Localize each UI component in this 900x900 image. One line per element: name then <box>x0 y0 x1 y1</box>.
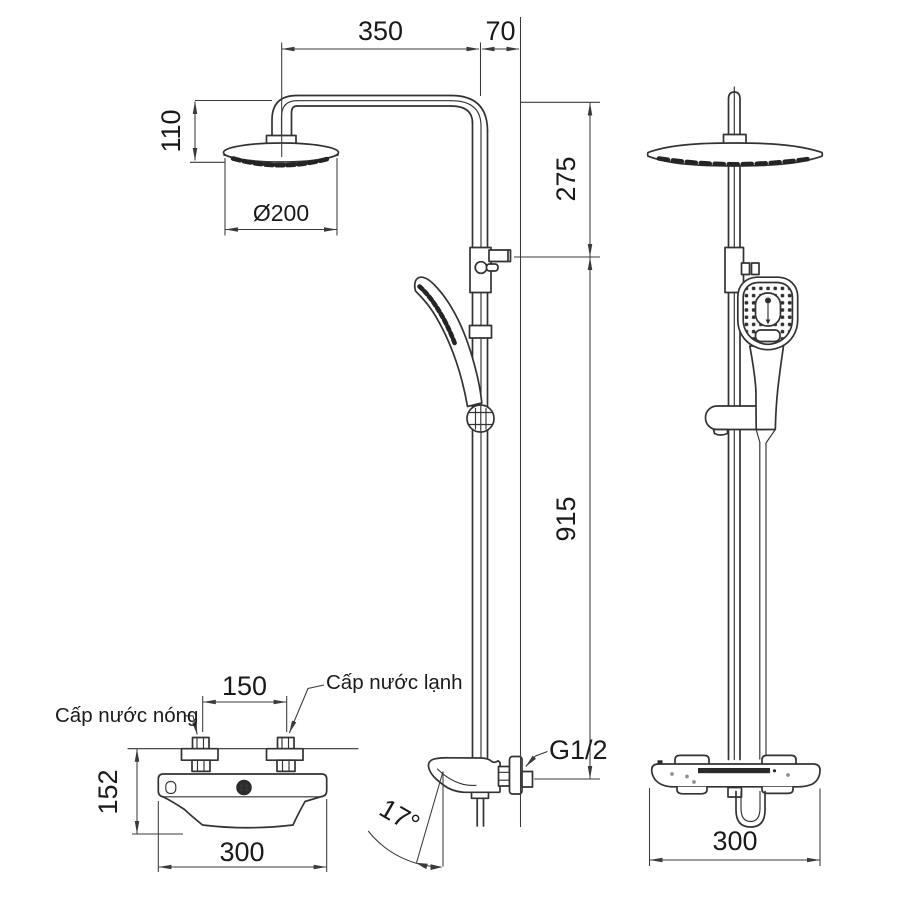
mixer-valve-front <box>650 754 821 828</box>
dim-head-diameter-label: Ø200 <box>253 200 309 226</box>
hot-inlet-escutcheon <box>180 747 219 762</box>
cold-supply-label: Cấp nước lạnh <box>326 671 463 694</box>
hand-shower-handle-front <box>748 345 785 431</box>
hand-shower-hose <box>755 428 776 760</box>
wall-union-nut <box>521 770 534 788</box>
dim-upper-section-label: 275 <box>551 156 581 201</box>
hot-supply-leader <box>184 715 198 735</box>
mixer-valve-side <box>427 755 534 827</box>
diverter-valve <box>469 246 512 294</box>
bottom-spray-slot <box>754 329 781 343</box>
hose-loop <box>735 790 766 828</box>
labels: 350 70 110 Ø200 275 915 150 152 300 G1/2… <box>55 16 758 867</box>
dimension-annotations <box>132 17 821 872</box>
dim-inlet-spacing-label: 150 <box>222 671 267 701</box>
cold-inlet-escutcheon <box>265 747 304 762</box>
top-pipe-cap <box>727 91 741 136</box>
mixer-lever-handle <box>427 756 501 794</box>
handle-swing-angle <box>367 771 444 870</box>
outlet-stub <box>476 797 485 827</box>
front-view <box>646 86 824 828</box>
mixer-front-detail <box>127 736 359 829</box>
cold-supply-leader <box>288 684 325 734</box>
hand-shower-face-dashes <box>417 284 458 347</box>
hot-supply-label: Cấp nước nóng <box>55 704 198 727</box>
diverter-knob <box>236 779 252 796</box>
dim-valve-height-label: 152 <box>93 769 123 814</box>
mixer-body-front <box>157 773 328 829</box>
hand-shower-side <box>413 276 483 408</box>
dim-arm-length-label: 350 <box>358 16 403 46</box>
dim-valve-width-side-label: 300 <box>712 826 757 856</box>
dim-arm-wall-offset-label: 70 <box>485 16 515 46</box>
slide-holder-side <box>466 404 495 433</box>
dim-valve-width-front-label: 300 <box>219 837 264 867</box>
side-view <box>222 94 534 827</box>
spray-face-dashes <box>230 156 332 168</box>
dim-head-drop-label: 110 <box>156 109 186 152</box>
shower-arm <box>271 94 489 137</box>
dim-riser-height-label: 915 <box>551 496 581 541</box>
riser-pipe <box>471 122 489 759</box>
thread-leader <box>525 751 548 767</box>
dim-thread-label: G1/2 <box>549 735 608 765</box>
body-inlay <box>165 780 177 795</box>
pipe-coupling <box>468 324 493 339</box>
diverter-lever <box>485 263 499 272</box>
